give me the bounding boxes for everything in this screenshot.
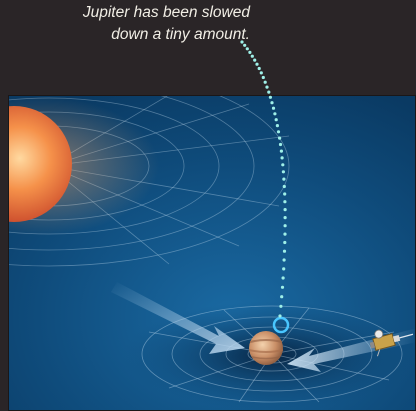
diagram-panel (8, 95, 416, 411)
annotation-line-2: down a tiny amount. (111, 26, 250, 43)
sun (9, 106, 72, 222)
jupiter (248, 331, 284, 365)
jupiter-marker-ring (272, 316, 290, 334)
spacecraft (369, 329, 414, 357)
annotation-caption: Jupiter has been slowed down a tiny amou… (0, 2, 250, 46)
jupiter-motion-arrow (111, 282, 245, 354)
annotation-line-1: Jupiter has been slowed (82, 4, 250, 21)
space-scene (9, 96, 415, 410)
